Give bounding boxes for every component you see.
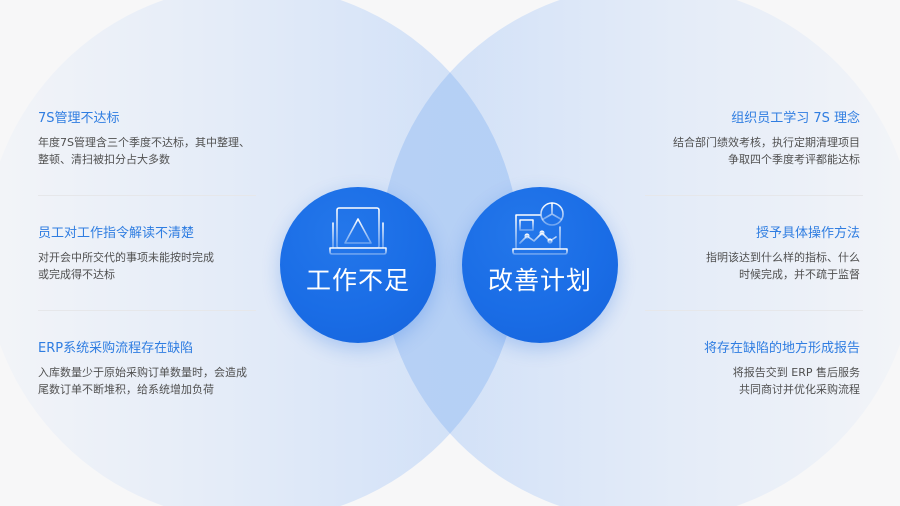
problem-desc-line: 尾数订单不断堆积，给系统增加负荷 xyxy=(38,383,214,396)
problem-title: ERP系统采购流程存在缺陷 xyxy=(38,341,194,356)
plan-desc-line: 指明该达到什么样的指标、什么 xyxy=(706,251,860,264)
work-shortfall-circle: 工作不足 xyxy=(280,187,436,343)
laptop-warning-icon xyxy=(327,205,389,263)
divider xyxy=(38,310,256,311)
plan-desc-line: 共同商讨并优化采购流程 xyxy=(739,383,860,396)
plan-desc-line: 将报告交到 ERP 售后服务 xyxy=(732,366,860,379)
improvement-plan-circle: 改善计划 xyxy=(462,187,618,343)
problem-item-2: 员工对工作指令解读不清楚 对开会中所交代的事项未能按时完成 或完成得不达标 xyxy=(38,225,298,283)
problem-item-3: ERP系统采购流程存在缺陷 入库数量少于原始采购订单数量时，会造成 尾数订单不断… xyxy=(38,340,298,398)
work-shortfall-label: 工作不足 xyxy=(305,266,410,295)
problem-desc-line: 对开会中所交代的事项未能按时完成 xyxy=(38,251,214,264)
problem-desc-line: 入库数量少于原始采购订单数量时，会造成 xyxy=(38,366,247,379)
plan-item-1: 组织员工学习 7S 理念 结合部门绩效考核，执行定期清理项目 争取四个季度考评都… xyxy=(600,110,860,168)
problem-title: 7S管理不达标 xyxy=(38,111,120,126)
plan-item-2: 授予具体操作方法 指明该达到什么样的指标、什么 时候完成，并不疏于监督 xyxy=(600,225,860,283)
divider xyxy=(645,310,863,311)
plan-title: 将存在缺陷的地方形成报告 xyxy=(703,341,860,356)
problem-item-1: 7S管理不达标 年度7S管理含三个季度不达标，其中整理、 整顿、清扫被扣分占大多… xyxy=(38,110,298,168)
divider xyxy=(645,195,863,196)
divider xyxy=(38,195,256,196)
laptop-chart-icon xyxy=(508,201,572,263)
plan-title: 组织员工学习 7S 理念 xyxy=(731,111,860,126)
problem-desc-line: 年度7S管理含三个季度不达标，其中整理、 xyxy=(38,136,250,149)
plan-item-3: 将存在缺陷的地方形成报告 将报告交到 ERP 售后服务 共同商讨并优化采购流程 xyxy=(600,340,860,398)
plan-title: 授予具体操作方法 xyxy=(755,226,860,241)
plan-desc-line: 结合部门绩效考核，执行定期清理项目 xyxy=(673,136,860,149)
problem-title: 员工对工作指令解读不清楚 xyxy=(38,226,195,241)
plan-desc-line: 争取四个季度考评都能达标 xyxy=(728,153,860,166)
problem-desc-line: 整顿、清扫被扣分占大多数 xyxy=(38,153,170,166)
plan-desc-line: 时候完成，并不疏于监督 xyxy=(739,268,860,281)
improvement-plan-label: 改善计划 xyxy=(487,266,592,295)
problem-desc-line: 或完成得不达标 xyxy=(38,268,115,281)
